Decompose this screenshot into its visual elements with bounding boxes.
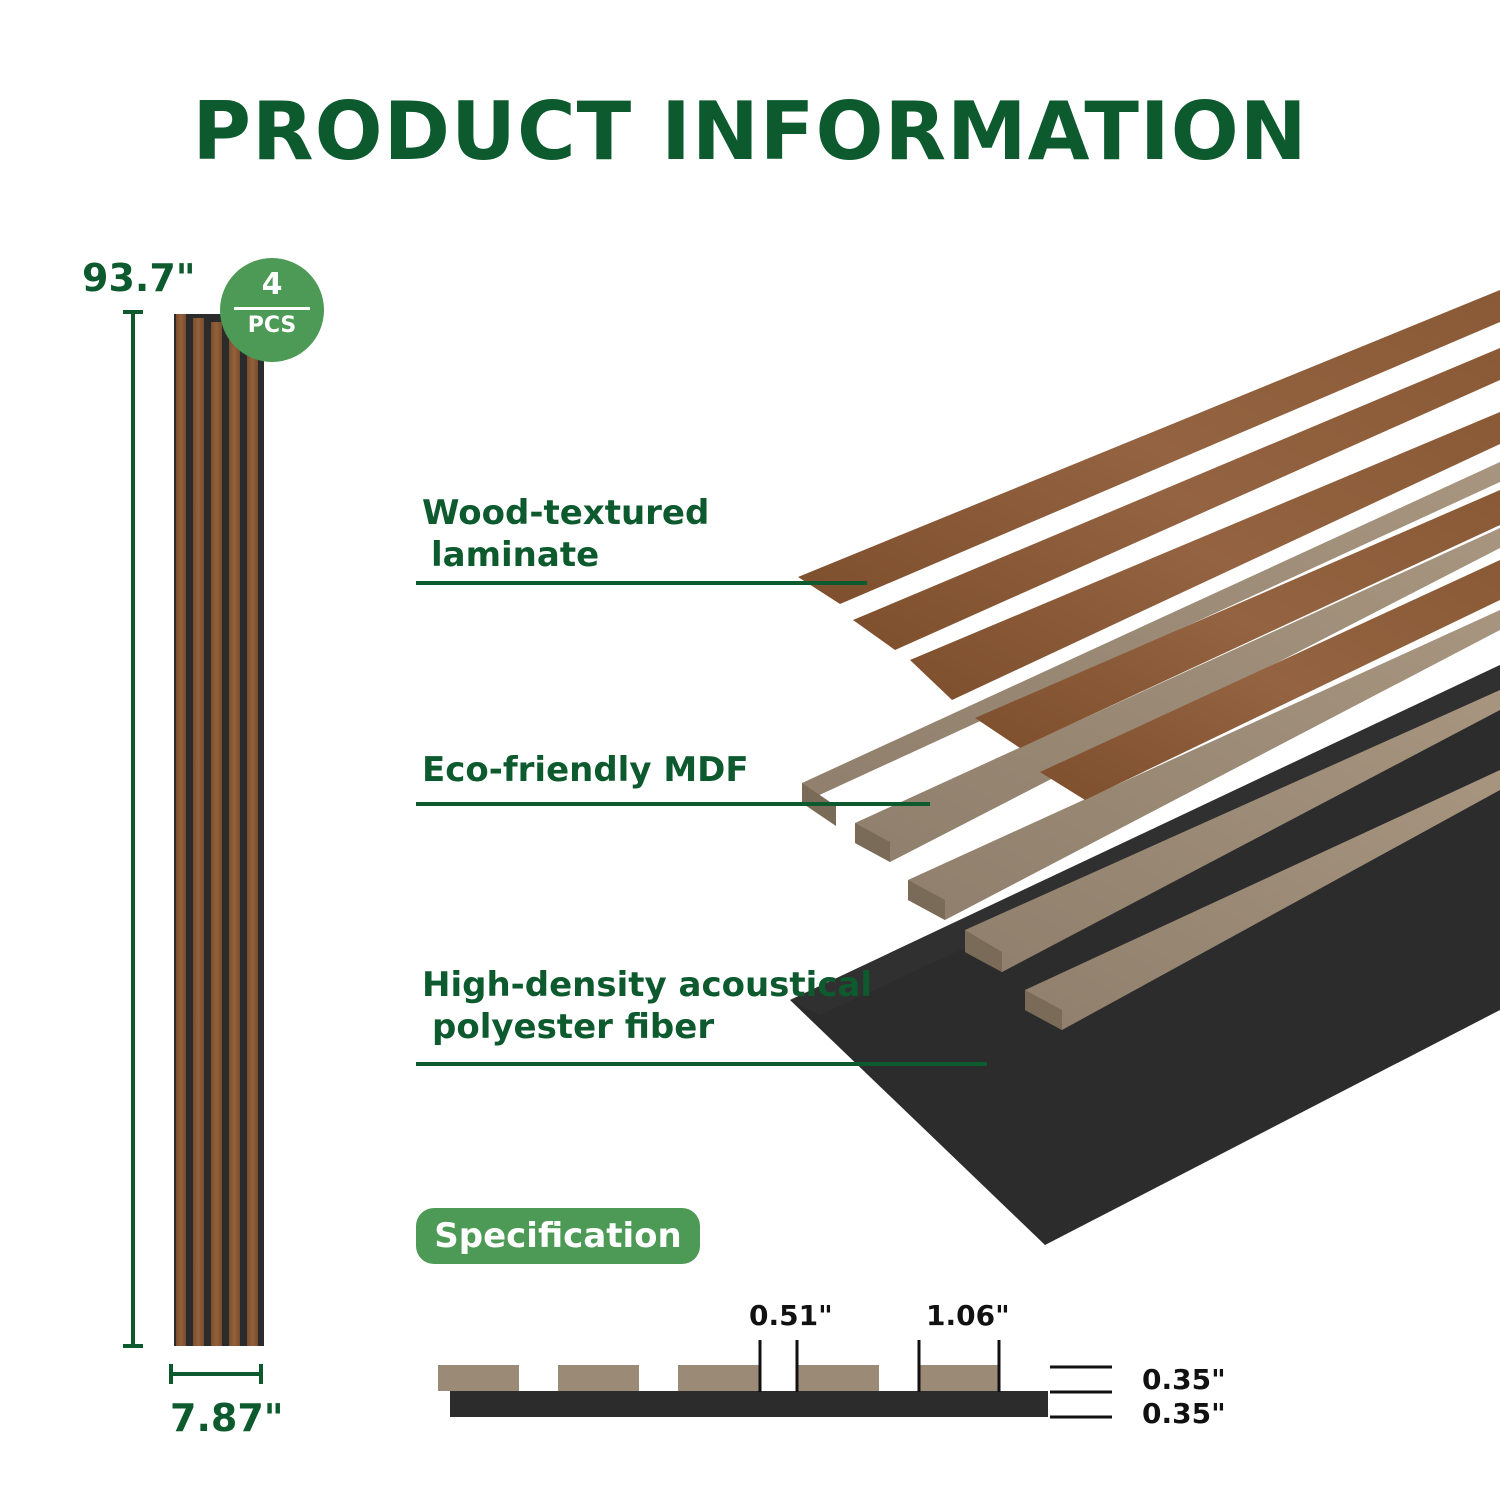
layer-label-mdf: Eco-friendly MDF <box>422 749 749 791</box>
layer-label-felt: High-density acoustical polyester fiber <box>422 964 872 1048</box>
layer-label-line: Wood-textured <box>422 493 710 533</box>
slat-width-label: 1.06" <box>926 1299 1010 1332</box>
height-dimension-line <box>123 310 143 1348</box>
mdf-layer <box>802 462 1500 1030</box>
quantity-badge: 4 PCS <box>220 258 324 362</box>
cross-section-diagram <box>438 1340 1112 1419</box>
width-dimension-line <box>169 1364 263 1384</box>
layer-label-wood: Wood-textured laminate <box>422 492 709 576</box>
felt-thickness-label: 0.35" <box>1142 1397 1226 1430</box>
quantity-unit: PCS <box>247 313 297 338</box>
quantity-value: 4 <box>261 267 283 302</box>
panel-front-view <box>174 314 264 1346</box>
slat-thickness-label: 0.35" <box>1142 1363 1226 1396</box>
layer-label-line: High-density acoustical <box>422 965 873 1005</box>
width-label: 7.87" <box>170 1396 284 1440</box>
slat-gap-label: 0.51" <box>749 1299 833 1332</box>
badge-divider <box>234 307 310 310</box>
layer-label-line: polyester fiber <box>432 1007 715 1047</box>
leader-lines <box>416 581 987 1066</box>
layer-label-line: laminate <box>431 535 600 575</box>
specification-badge: Specification <box>416 1208 700 1264</box>
page-title: PRODUCT INFORMATION <box>192 85 1308 178</box>
layer-label-line: Eco-friendly MDF <box>422 750 749 790</box>
wood-laminate-layer <box>798 290 1500 800</box>
height-label: 93.7" <box>82 256 196 300</box>
